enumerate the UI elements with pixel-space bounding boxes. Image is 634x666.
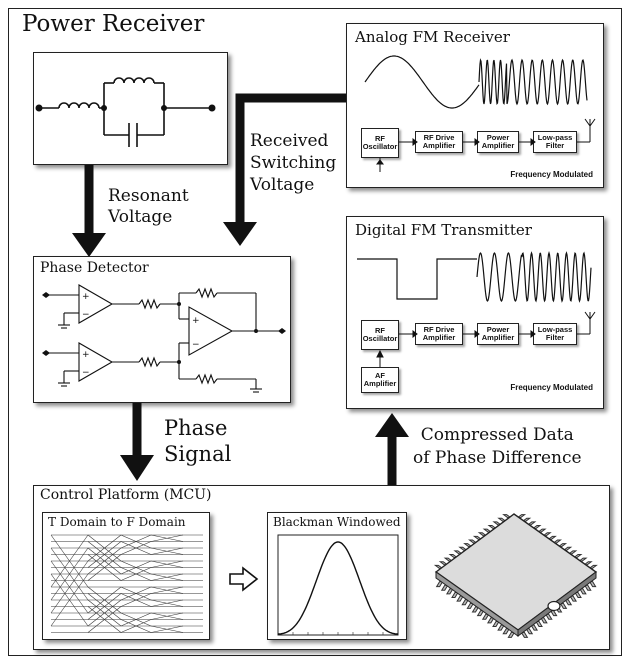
rf-oscillator-block: RF Oscillator	[361, 128, 399, 158]
svg-text:−: −	[192, 340, 200, 350]
analog-fm-receiver-box: Analog FM Receiver RF Oscillator RF Driv…	[346, 23, 604, 188]
blackman-title: Blackman Windowed	[273, 515, 401, 529]
mcu-chip-icon	[433, 513, 598, 638]
digital-block-connections	[376, 311, 596, 367]
received-voltage-arrow	[223, 93, 346, 246]
control-platform-title: Control Platform (MCU)	[40, 487, 212, 503]
resonant-circuit-box	[33, 52, 228, 165]
tx-rf-oscillator-block: RF Oscillator	[361, 320, 399, 350]
analog-fm-waveform	[364, 55, 588, 109]
digital-fm-transmitter-box: Digital FM Transmitter RF Oscillator RF …	[346, 216, 604, 409]
resonant-voltage-label: Resonant Voltage	[108, 186, 189, 227]
page-title: Power Receiver	[22, 11, 205, 37]
resonant-voltage-arrow	[72, 165, 106, 257]
digital-fm-transmitter-title: Digital FM Transmitter	[355, 221, 532, 239]
svg-text:+: +	[82, 350, 90, 360]
digital-fm-waveform	[357, 251, 592, 303]
control-platform-box: Control Platform (MCU) T Domain to F Dom…	[33, 485, 610, 650]
fft-box: T Domain to F Domain	[42, 512, 210, 640]
phase-signal-arrow	[120, 403, 154, 481]
phase-detector-title: Phase Detector	[40, 260, 149, 276]
received-voltage-label: Received Switching Voltage	[250, 131, 337, 195]
svg-text:+: +	[82, 292, 90, 302]
phase-detector-box: Phase Detector	[33, 256, 291, 403]
svg-text:−: −	[82, 368, 90, 378]
tx-power-amplifier-block: Power Amplifier	[477, 323, 519, 345]
compressed-data-label: Compressed Data of Phase Difference	[413, 425, 582, 468]
blackman-window-curve	[277, 534, 399, 636]
analog-fm-receiver-title: Analog FM Receiver	[355, 28, 510, 46]
svg-text:+: +	[192, 316, 200, 326]
blackman-box: Blackman Windowed	[267, 512, 407, 640]
process-arrow-icon	[229, 566, 259, 592]
svg-text:−: −	[82, 310, 90, 320]
tx-low-pass-filter-block: Low-pass Filter	[533, 323, 577, 345]
analog-block-connections	[376, 118, 596, 172]
fft-butterfly-diagram	[50, 534, 203, 633]
resonant-circuit-schematic	[35, 77, 216, 147]
phase-signal-label: Phase Signal	[164, 416, 232, 466]
digital-footer: Frequency Modulated	[510, 383, 593, 392]
compressed-data-arrow	[375, 413, 409, 487]
analog-footer: Frequency Modulated	[510, 170, 593, 179]
fft-title: T Domain to F Domain	[48, 515, 186, 529]
tx-af-amplifier-block: AF Amplifier	[361, 367, 399, 393]
phase-detector-schematic: + − + − + −	[42, 284, 286, 393]
outer-frame	[8, 8, 622, 656]
